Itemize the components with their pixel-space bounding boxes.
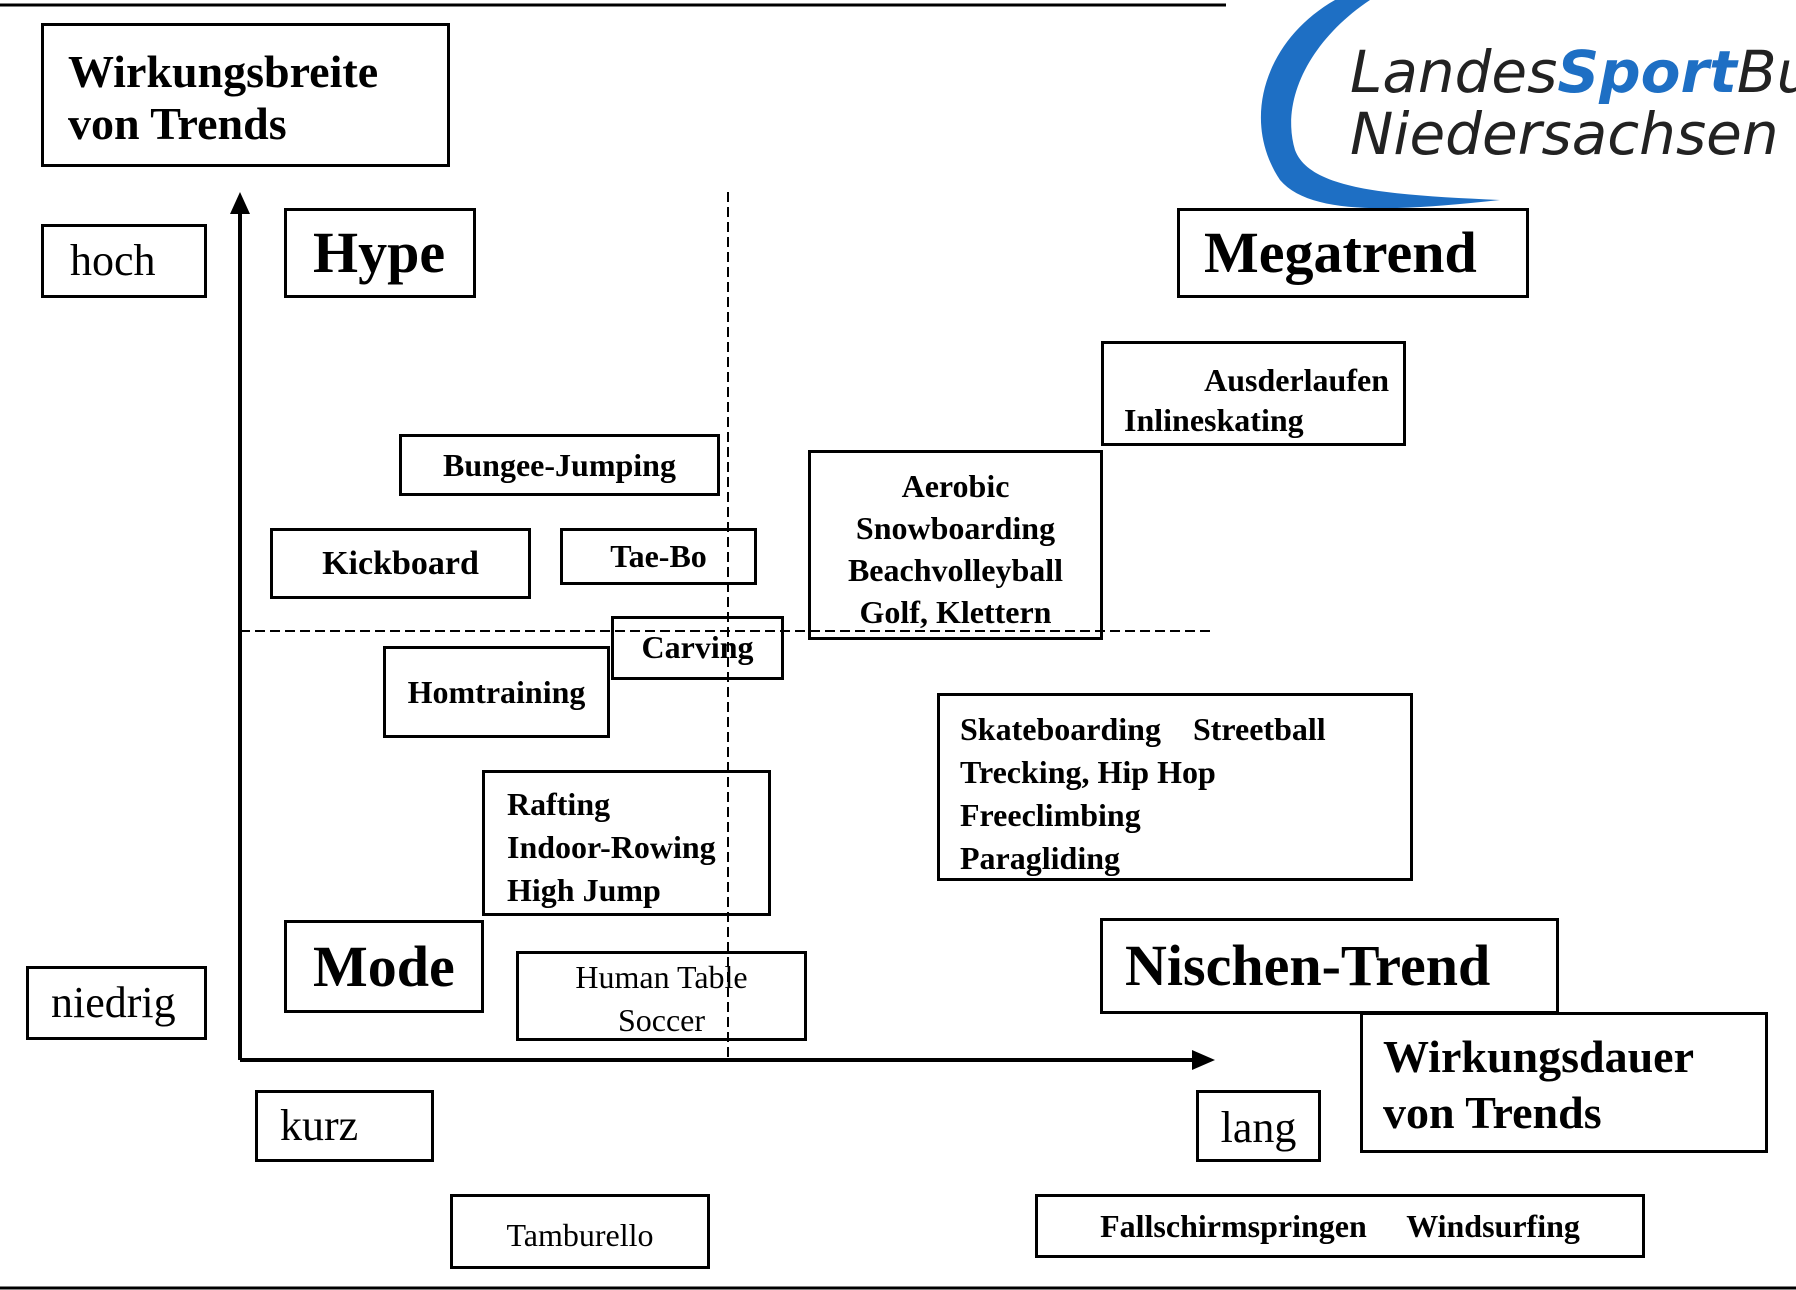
item-homtraining-text: Homtraining [407, 674, 586, 710]
item-skate-line-2: Trecking, Hip Hop [960, 754, 1216, 790]
x-axis-arrowhead [1192, 1050, 1215, 1070]
item-fallschirm-text: Fallschirmspringen Windsurfing [1100, 1208, 1580, 1244]
logo-word-sport: Sport [1557, 38, 1737, 106]
item-ausdauer-line-1: Ausderlaufen [1204, 362, 1389, 398]
x-axis-title-line-1: Wirkungsdauer [1383, 1031, 1695, 1082]
y-axis-low-label: niedrig [26, 966, 207, 1040]
y-axis-arrowhead [230, 192, 250, 214]
quadrant-nischen-trend-text: Nischen-Trend [1125, 933, 1491, 998]
item-aerobic-line-2: Snowboarding [855, 510, 1056, 546]
item-aerobic-line-3: Beachvolleyball [847, 552, 1064, 588]
item-fallschirm-windsurfing: Fallschirmspringen Windsurfing [1035, 1194, 1645, 1258]
item-ausdauer: Ausderlaufen Inlineskating [1101, 341, 1406, 446]
x-axis-long-text: lang [1220, 1103, 1297, 1152]
y-axis-title-line-2: von Trends [68, 98, 287, 149]
item-skate-line-1: Skateboarding Streetball [960, 711, 1326, 747]
logo: LandesSportBur Niedersachsen e. [1240, 0, 1796, 215]
logo-line-1: LandesSportBur [1350, 38, 1796, 106]
item-kickboard: Kickboard [270, 528, 531, 599]
item-tae-bo: Tae-Bo [560, 528, 757, 585]
y-axis-high-label: hoch [41, 224, 207, 298]
item-rafting-line-2: Indoor-Rowing [507, 829, 716, 865]
item-rafting-line-1: Rafting [507, 786, 611, 822]
quadrant-mode: Mode [284, 920, 484, 1013]
quadrant-hype-text: Hype [313, 220, 446, 285]
item-bungee-jumping: Bungee-Jumping [399, 434, 720, 496]
item-aerobic-line-1: Aerobic [901, 468, 1010, 504]
y-axis-title-line-1: Wirkungsbreite [68, 46, 379, 97]
item-aerobic-group: Aerobic Snowboarding Beachvolleyball Gol… [808, 450, 1103, 640]
item-human-table-soccer: Human Table Soccer [516, 951, 807, 1041]
item-homtraining: Homtraining [383, 646, 610, 738]
item-rafting-group: Rafting Indoor-Rowing High Jump [482, 770, 771, 916]
item-skate-line-4: Paragliding [960, 840, 1121, 876]
item-ausdauer-line-2: Inlineskating [1124, 402, 1304, 438]
y-axis-low-text: niedrig [51, 978, 176, 1027]
item-skateboarding-group: Skateboarding Streetball Trecking, Hip H… [937, 693, 1413, 881]
item-skate-line-3: Freeclimbing [960, 797, 1141, 833]
logo-word-landes: Landes [1350, 38, 1558, 106]
y-axis-high-text: hoch [70, 236, 156, 285]
item-tae-bo-text: Tae-Bo [610, 538, 707, 574]
x-axis-title: Wirkungsdauer von Trends [1360, 1012, 1768, 1153]
logo-word-bund: Bur [1736, 38, 1796, 106]
item-carving-text: Carving [641, 629, 754, 665]
x-axis-short-label: kurz [255, 1090, 434, 1162]
quadrant-megatrend: Megatrend [1177, 208, 1529, 298]
quadrant-hype: Hype [284, 208, 476, 298]
quadrant-mode-text: Mode [313, 934, 455, 999]
item-aerobic-line-4: Golf, Klettern [859, 594, 1052, 630]
x-axis-title-line-2: von Trends [1383, 1087, 1602, 1138]
item-kickboard-text: Kickboard [322, 545, 479, 582]
item-rafting-line-3: High Jump [507, 872, 661, 908]
item-bungee-text: Bungee-Jumping [443, 447, 676, 483]
y-axis-title: Wirkungsbreite von Trends [41, 23, 450, 167]
x-axis-long-label: lang [1196, 1090, 1321, 1162]
item-carving: Carving [611, 616, 784, 680]
quadrant-megatrend-text: Megatrend [1204, 220, 1477, 285]
x-axis-short-text: kurz [280, 1101, 359, 1150]
item-human-table-line-1: Human Table [575, 959, 748, 995]
item-tamburello-text: Tamburello [506, 1217, 654, 1253]
logo-line-2: Niedersachsen e. [1350, 100, 1796, 168]
item-tamburello: Tamburello [450, 1194, 710, 1269]
item-human-table-line-2: Soccer [617, 1002, 706, 1038]
quadrant-nischen-trend: Nischen-Trend [1100, 918, 1559, 1014]
